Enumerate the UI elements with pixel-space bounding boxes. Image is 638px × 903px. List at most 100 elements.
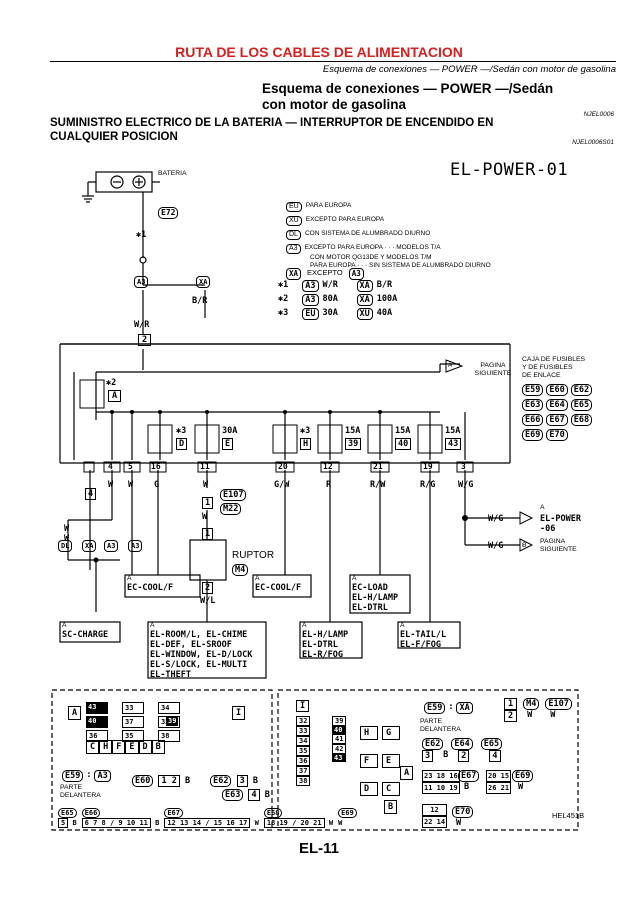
destination-line: EL-DTRL: [352, 603, 388, 613]
bl-letter-row: C H F E D B: [86, 740, 165, 754]
br-c62: 3: [422, 750, 434, 762]
excepto-row: XA EXCEPTO A3: [286, 268, 364, 280]
fuse-code-a: A3: [302, 294, 319, 306]
bl-conn2-wire: B: [72, 819, 77, 827]
wire-color: G/W: [274, 480, 290, 490]
legend-text: EXCEPTO PARA EUROPA: [305, 216, 385, 223]
section-heading-2: con motor de gasolina: [262, 97, 407, 112]
bl-grid-cell: 34: [158, 702, 180, 714]
br-e67-block: 23 18 16 11 10 19: [422, 770, 460, 794]
br-letter: C: [382, 782, 400, 796]
br-w67: B: [464, 782, 470, 792]
right-next-page: PAGINA SIGUIENTE: [540, 538, 577, 553]
page-number: EL-11: [298, 840, 340, 857]
ruptor-pin-2b: 2: [202, 582, 214, 594]
bl-conn-code: E63: [222, 789, 244, 801]
fuse-mark: 15A: [395, 426, 411, 436]
terminal: 12: [323, 462, 333, 471]
fuse-mark: ✱2: [278, 294, 289, 304]
header-rule: [50, 61, 616, 63]
br-pins67a: 23 18 16: [422, 770, 460, 782]
mark-1: ✱1: [136, 230, 147, 240]
excepto-text: EXCEPTO: [307, 268, 343, 277]
bl-i: I: [232, 706, 246, 720]
wire-wg-1: W/G: [488, 514, 504, 524]
dl-connector: DL: [58, 540, 73, 552]
header-title: RUTA DE LOS CABLES DE ALIMENTACION: [175, 44, 463, 60]
bl-grid-cell: 35: [122, 730, 144, 742]
bl-grid-cell: 38: [158, 730, 180, 742]
br-m4-row2: 2 W W: [504, 710, 555, 722]
destination-box: A SC-CHARGE: [62, 622, 108, 640]
fuse-code-b: XU: [356, 308, 373, 320]
bl-conn-code: E60: [132, 775, 154, 787]
br-pins67b: 11 10 19: [422, 782, 460, 794]
wire-wr: W/R: [134, 320, 150, 330]
bl-conn2-wire: B: [155, 819, 160, 827]
destination-line: EL-TAIL/L: [400, 630, 447, 640]
ruptor-wire-wl: W/L: [200, 596, 216, 606]
destination-box: A EC-COOL/F: [127, 575, 173, 593]
section-heading-3: SUMINISTRO ELECTRICO DE LA BATERIA — INT…: [50, 117, 494, 129]
br-c65: 4: [489, 750, 501, 762]
bl-conn-wire: B: [184, 776, 191, 786]
br-delantera: DELANTERA: [420, 726, 461, 733]
destination-line: EL-F/FOG: [400, 640, 441, 650]
destination-box: A EL-ROOM/L, EL-CHIME EL-DEF, EL-SROOF E…: [150, 622, 252, 680]
fuse-id: E: [222, 438, 234, 450]
br-e70-block: 12 22 14: [422, 804, 448, 828]
br-cell: 40: [332, 726, 347, 734]
wire-color: W: [203, 480, 209, 490]
br-e59-row: E59 : XA: [424, 702, 473, 714]
bl-conn2-pins: 12 13 14 / 15 16 17: [164, 818, 251, 828]
destination-box: A EL-H/LAMP EL-DTRL EL-R/FOG: [302, 622, 348, 660]
bl-grid-cell: 43: [86, 702, 108, 714]
fuse-val-b: B/R: [376, 280, 393, 290]
br-m4: M4: [523, 698, 540, 710]
fuse-val-a: 80A: [322, 294, 338, 304]
legend-code: EU: [286, 202, 302, 212]
fusebox-connector: E66: [522, 414, 544, 426]
legend-text-cont: PARA EUROPA · · · SIN SISTEMA DE ALUMBRA…: [310, 262, 491, 269]
bl-conn2-pins: 5: [58, 818, 69, 828]
destination-line: EC-COOL/F: [127, 583, 174, 593]
destination-tag: A: [352, 575, 357, 582]
br-e67: E67: [458, 770, 480, 782]
ruptor-pin-1: 1: [202, 497, 214, 509]
bl-letter: B: [151, 740, 165, 754]
br-cell: 37: [296, 766, 311, 776]
section-heading-1: Esquema de conexiones — POWER —/Sedán: [262, 81, 554, 96]
br-e107w: W: [550, 710, 556, 720]
br-cell: 41: [332, 734, 347, 744]
legend-code: A3: [286, 244, 301, 254]
fuse-val-b: 40A: [376, 308, 393, 318]
fusebox-connector: E64: [546, 399, 568, 411]
br-e69-block: 20 15 26 21: [486, 770, 512, 794]
br-letter: G: [382, 726, 400, 740]
br-letter: E: [382, 754, 400, 768]
right-tag-a: A: [540, 504, 545, 511]
br-m4p1: 1: [504, 698, 518, 710]
fuse-id: D: [176, 438, 188, 450]
fuse-mark: ✱3: [278, 308, 289, 318]
ruptor-wire-w: W: [202, 512, 208, 522]
ref-code: HEL451B: [552, 811, 585, 820]
bl-delantera: DELANTERA: [60, 792, 101, 799]
xa-connector: XA: [196, 276, 211, 288]
br-letter-a: A: [400, 766, 414, 780]
bl-conn2-code: E68: [263, 808, 283, 818]
fuse-val-a: 30A: [322, 308, 338, 318]
fuse-val-a: W/R: [322, 280, 338, 290]
destination-line: EL-ROOM/L, EL-CHIME: [150, 630, 248, 640]
br-cell: 35: [296, 746, 311, 756]
br-parte: PARTE: [420, 718, 443, 725]
br-pins69b: 26 21: [486, 782, 512, 794]
bl-a3: A3: [94, 770, 111, 782]
br-cell: 34: [296, 736, 311, 746]
connector-2: 2: [138, 334, 152, 346]
wire-br: B/R: [192, 296, 208, 306]
